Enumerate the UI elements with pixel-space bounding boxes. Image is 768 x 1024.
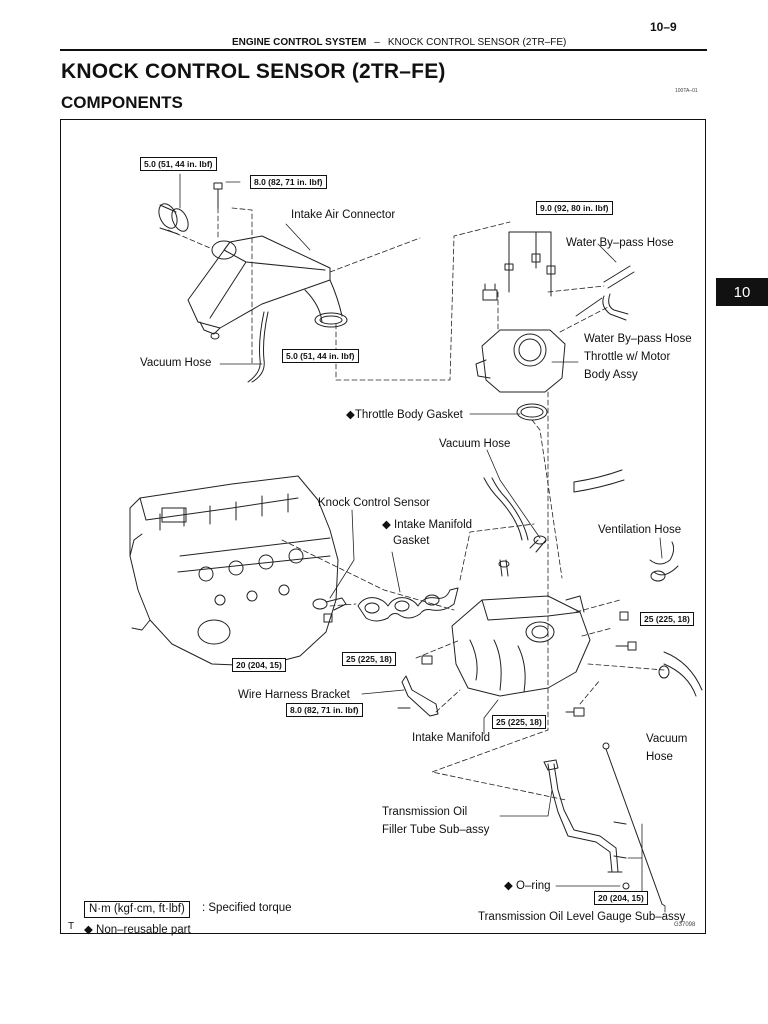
torque-spec-4: 5.0 (51, 44 in. lbf)	[282, 349, 359, 363]
system-name: ENGINE CONTROL SYSTEM	[232, 37, 367, 48]
label-intake-manifold-gasket-line2: Gasket	[393, 535, 430, 547]
torque-spec-5: 25 (225, 18)	[640, 612, 694, 626]
torque-spec-1: 5.0 (51, 44 in. lbf)	[140, 157, 217, 171]
bolt-icon	[213, 182, 223, 209]
knock-control-sensor-part	[312, 597, 347, 623]
label-intake-manifold-gasket-line1: ◆ Intake Manifold	[382, 519, 473, 531]
label-throttle-motor-line1: Throttle w/ Motor	[584, 351, 671, 363]
label-throttle-body-gasket: ◆Throttle Body Gasket	[346, 409, 463, 421]
label-knock-control-sensor: Knock Control Sensor	[318, 497, 430, 509]
engine-block-part	[129, 475, 339, 667]
label-trans-oil-filler-line2: Filler Tube Sub–assy	[382, 824, 490, 836]
header-rule	[60, 49, 707, 51]
vacuum-hose-edge	[251, 311, 269, 383]
label-intake-air-connector: Intake Air Connector	[291, 209, 396, 221]
torque-spec-6: 20 (204, 15)	[232, 658, 286, 672]
label-trans-oil-gauge: Transmission Oil Level Gauge Sub–assy	[478, 911, 686, 923]
throttle-body-gasket-part	[516, 403, 548, 421]
legend-marker: T	[68, 921, 75, 932]
torque-spec-10: 20 (204, 15)	[594, 891, 648, 905]
throttle-body-part	[475, 329, 566, 393]
page-subtitle: COMPONENTS	[61, 93, 183, 112]
vacuum-hose-3-part	[658, 651, 703, 697]
document-code: 100TA–01	[675, 88, 698, 94]
torque-spec-8: 8.0 (82, 71 in. lbf)	[286, 703, 363, 717]
water-bypass-hose-part	[602, 265, 635, 321]
components-figure-frame	[60, 119, 706, 934]
throttle-bolts-icon	[504, 231, 556, 297]
vacuum-hose-part	[247, 311, 265, 383]
ventilation-hose-part	[573, 469, 679, 582]
label-water-bypass-hose-1: Water By–pass Hose	[566, 237, 674, 249]
section-tab[interactable]: 10	[716, 278, 768, 306]
label-vacuum-hose-3-line1: Vacuum	[646, 733, 688, 745]
vacuum-hose-2-part	[483, 477, 547, 553]
assembly-lines	[167, 207, 665, 801]
intake-manifold-part	[451, 559, 591, 697]
label-ventilation-hose: Ventilation Hose	[598, 524, 682, 536]
label-intake-manifold: Intake Manifold	[412, 732, 490, 744]
running-header: ENGINE CONTROL SYSTEM–KNOCK CONTROL SENS…	[232, 37, 566, 48]
o-ring-part	[622, 882, 630, 890]
label-o-ring: ◆ O–ring	[504, 880, 551, 892]
label-throttle-motor-line2: Body Assy	[584, 369, 638, 381]
header-separator: –	[374, 37, 380, 48]
bolts-icon	[421, 611, 637, 717]
label-vacuum-hose-3-line2: Hose	[646, 751, 673, 763]
torque-spec-7: 25 (225, 18)	[342, 652, 396, 666]
torque-spec-2: 8.0 (82, 71 in. lbf)	[250, 175, 327, 189]
transmission-oil-gauge-part	[602, 742, 663, 905]
label-vacuum-hose-2: Vacuum Hose	[439, 438, 511, 450]
leader-lines	[179, 173, 666, 913]
label-wire-harness-bracket: Wire Harness Bracket	[238, 689, 350, 701]
legend-non-reusable: ◆ Non–reusable part	[84, 924, 191, 936]
label-vacuum-hose-1: Vacuum Hose	[140, 357, 212, 369]
torque-spec-3: 9.0 (92, 80 in. lbf)	[536, 201, 613, 215]
hose-clamp-icon	[158, 203, 189, 235]
wire-harness-bracket-part	[397, 675, 439, 717]
label-water-bypass-hose-2: Water By–pass Hose	[584, 333, 692, 345]
intake-air-connector-part	[187, 235, 348, 340]
page-number: 10–9	[650, 20, 677, 34]
figure-code: G37098	[674, 922, 696, 928]
connector-icon	[482, 283, 498, 301]
legend-torque-description: : Specified torque	[202, 902, 292, 914]
label-trans-oil-filler-line1: Transmission Oil	[382, 806, 468, 818]
torque-spec-9: 25 (225, 18)	[492, 715, 546, 729]
page-title: KNOCK CONTROL SENSOR (2TR–FE)	[61, 60, 446, 83]
intake-manifold-gasket-part	[357, 587, 459, 622]
section-name: KNOCK CONTROL SENSOR (2TR–FE)	[387, 37, 567, 48]
transmission-oil-filler-tube-part	[543, 759, 627, 873]
legend-torque-unit-box: N·m (kgf·cm, ft·lbf)	[84, 901, 190, 918]
